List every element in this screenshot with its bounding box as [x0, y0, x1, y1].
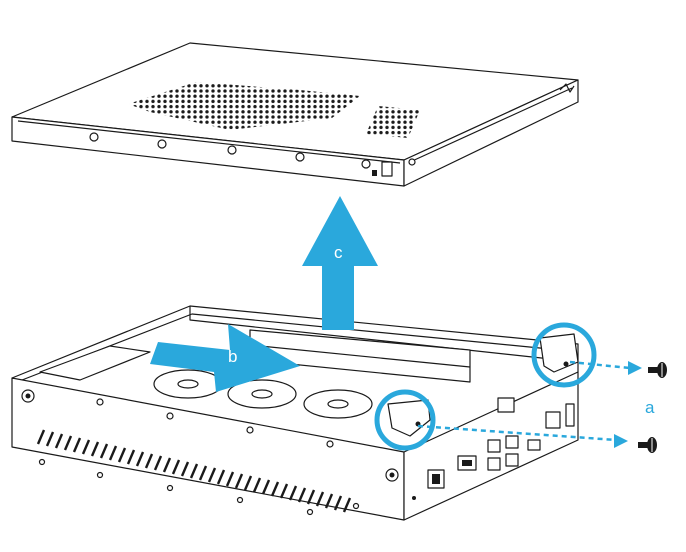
chassis-hole — [306, 508, 314, 516]
usb-port — [527, 439, 541, 451]
cover-screw-hole — [408, 158, 416, 166]
cover-latch — [381, 161, 393, 177]
arrow-c — [302, 196, 378, 330]
rear-bracket-right — [539, 333, 579, 373]
screw-removal-paths — [417, 360, 631, 442]
vent-slots — [36, 429, 352, 513]
top-cover-tab — [559, 83, 575, 93]
bracket-edge — [249, 344, 471, 368]
interior-plate — [39, 345, 151, 381]
cover-screw-hole — [361, 159, 371, 169]
chassis-screw-center — [25, 393, 31, 399]
chassis-hole — [246, 426, 254, 434]
screw-highlight-right — [531, 322, 597, 388]
fan-group — [153, 369, 373, 419]
chassis-hole — [96, 471, 104, 479]
step-label-b: b — [228, 347, 237, 366]
chassis-hole — [326, 440, 334, 448]
usb-port — [487, 457, 501, 471]
chassis-hole — [96, 398, 104, 406]
rear-port — [497, 397, 515, 413]
screw-upper — [648, 362, 667, 378]
cover-screw-hole — [295, 152, 305, 162]
rear-bracket-left — [387, 399, 431, 437]
top-cover-lip-line — [17, 120, 401, 164]
top-cover-right-face — [403, 79, 579, 187]
top-cover-vent-large — [128, 82, 360, 130]
lan-port — [545, 411, 561, 429]
screw-highlight-left — [374, 389, 436, 451]
chassis-hole — [166, 484, 174, 492]
cover-screw-hole — [157, 139, 167, 149]
io-ports — [412, 397, 575, 500]
chassis — [11, 305, 579, 521]
usb-port — [487, 439, 501, 453]
top-cover-lip-line-right — [409, 87, 573, 163]
cover-latch-mark — [372, 170, 377, 176]
chassis-screw-center — [389, 472, 395, 478]
usb-port — [505, 453, 519, 467]
chassis-hole — [236, 496, 244, 504]
cover-screw-hole — [227, 145, 237, 155]
chassis-hole — [166, 412, 174, 420]
dc-jack — [565, 403, 575, 427]
arrow-head-a2 — [614, 434, 628, 448]
cover-screw-hole — [89, 132, 99, 142]
usb-port — [505, 435, 519, 449]
top-cover — [11, 42, 579, 187]
chassis-hole — [38, 458, 46, 466]
arrow-head-a1 — [628, 361, 642, 375]
fan-hub — [327, 399, 349, 409]
step-label-c: c — [334, 243, 343, 262]
top-cover-vent-small — [366, 106, 420, 138]
screw-lower — [638, 437, 657, 453]
fan-hub — [251, 389, 273, 399]
arrow-b — [150, 324, 300, 392]
fan-hub — [177, 379, 199, 389]
step-label-a: a — [645, 398, 655, 417]
chassis-hole — [352, 502, 360, 510]
